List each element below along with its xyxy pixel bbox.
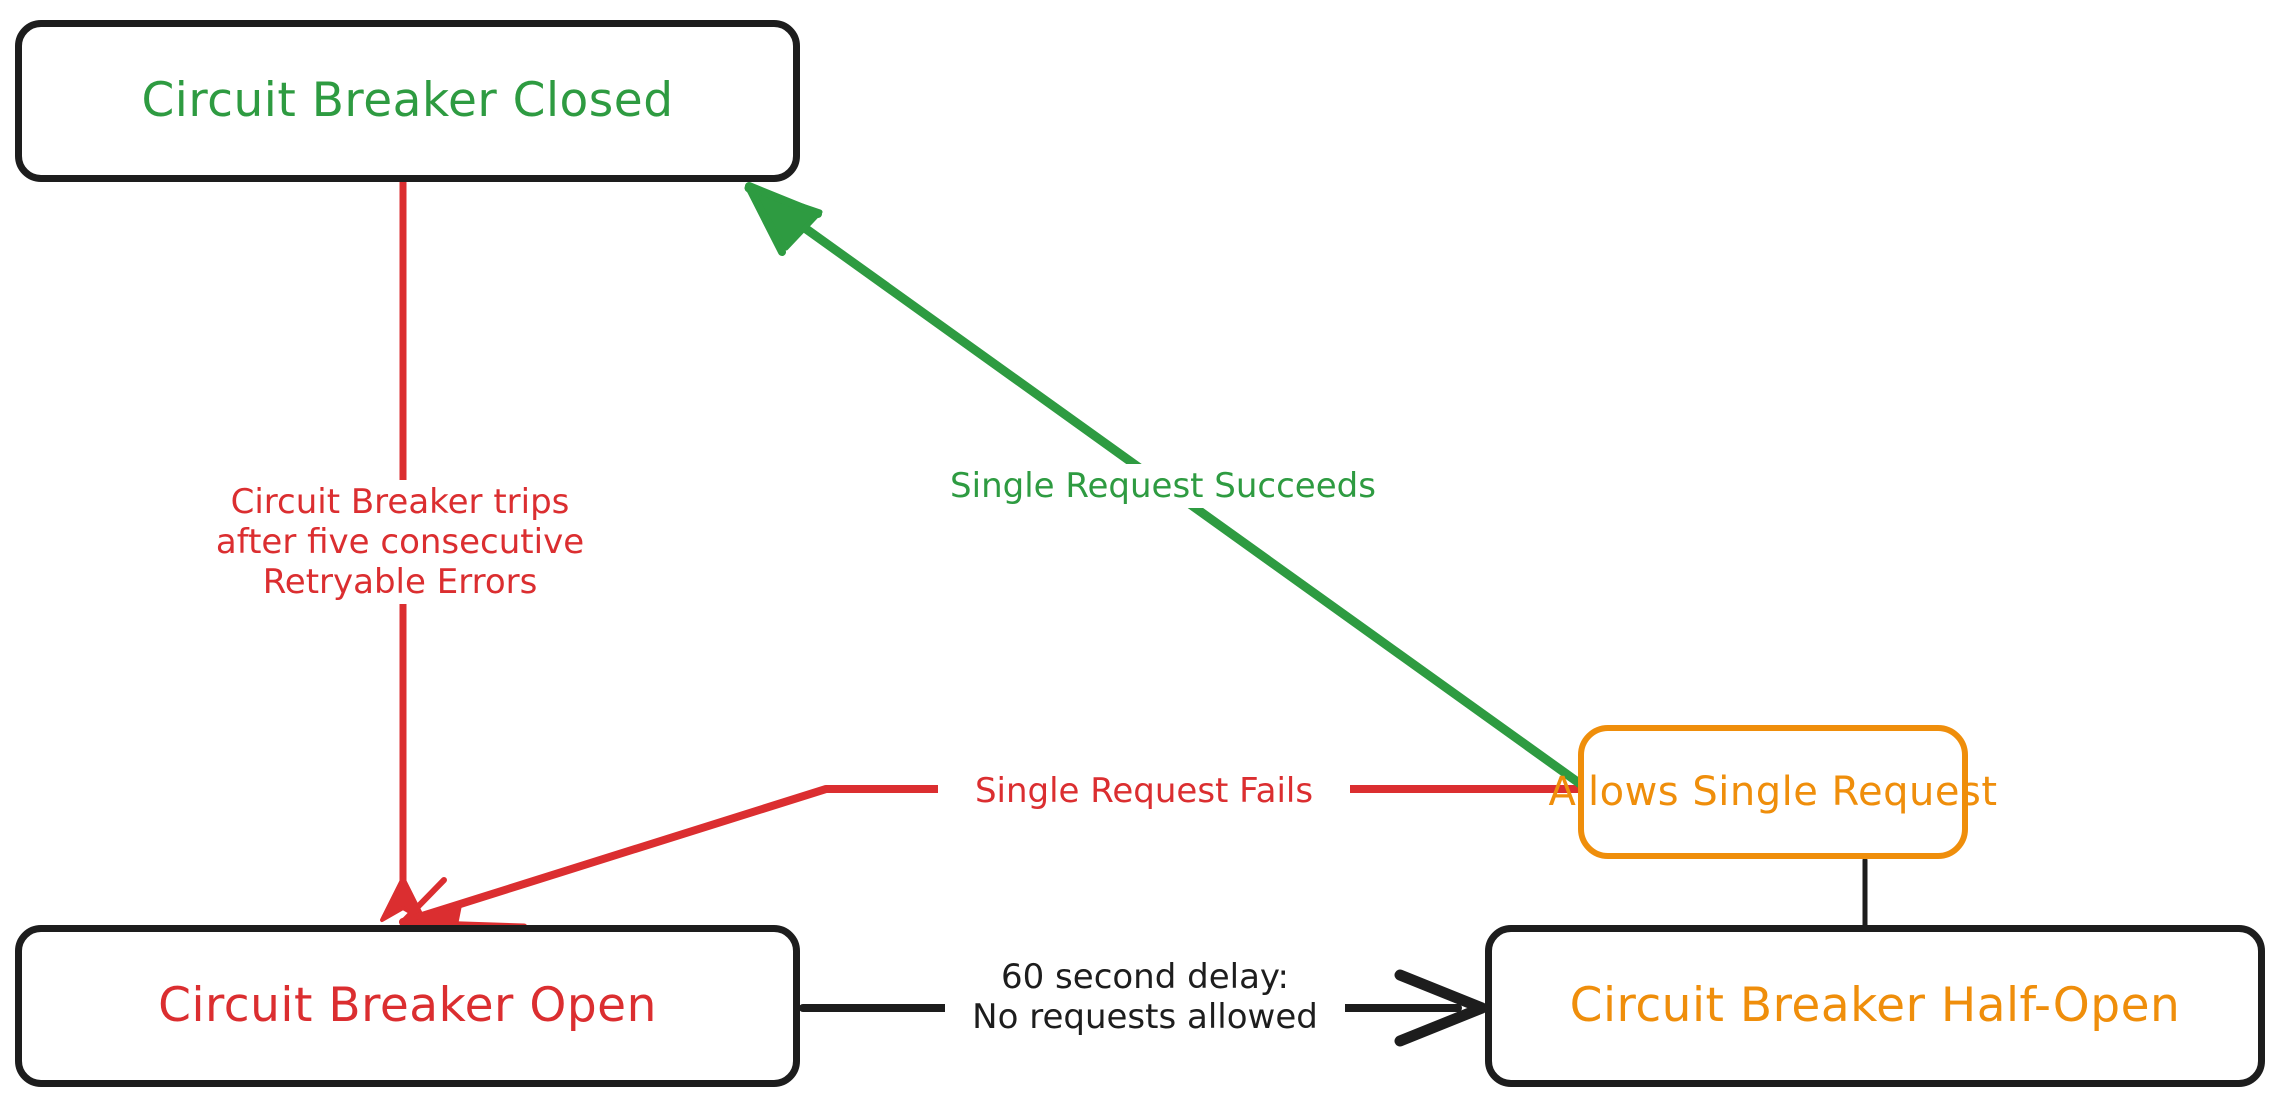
node-label-circuit-breaker-closed: Circuit Breaker Closed: [141, 73, 674, 129]
edge-label-line: after five consecutive: [215, 522, 585, 563]
node-allows-single-request[interactable]: Allows Single Request: [1549, 725, 1997, 859]
edge-label-allows-to-closed: Single Request Succeeds: [918, 464, 1408, 509]
node-label-circuit-breaker-open: Circuit Breaker Open: [158, 978, 657, 1034]
edge-label-line: 60 second delay:: [1000, 957, 1290, 997]
edge-label-line: Retryable Errors: [262, 562, 538, 603]
node-label-allows-single-request: Allows Single Request: [1548, 769, 1998, 815]
edge-label-line: No requests allowed: [972, 997, 1318, 1038]
node-circuit-breaker-open[interactable]: Circuit Breaker Open: [15, 925, 800, 1087]
node-circuit-breaker-half-open[interactable]: Circuit Breaker Half-Open: [1485, 925, 2265, 1087]
edge-label-open-to-half-open: 60 second delay: No requests allowed: [945, 955, 1345, 1040]
node-circuit-breaker-closed[interactable]: Circuit Breaker Closed: [15, 20, 800, 182]
node-label-circuit-breaker-half-open: Circuit Breaker Half-Open: [1569, 978, 2181, 1034]
edge-label-line: Circuit Breaker trips: [230, 482, 570, 522]
edge-label-closed-to-open: Circuit Breaker trips after five consecu…: [180, 480, 620, 605]
edge-label-line: Single Request Fails: [974, 771, 1314, 811]
edge-label-line: Single Request Succeeds: [950, 466, 1376, 506]
edge-label-allows-to-open: Single Request Fails: [938, 769, 1350, 814]
